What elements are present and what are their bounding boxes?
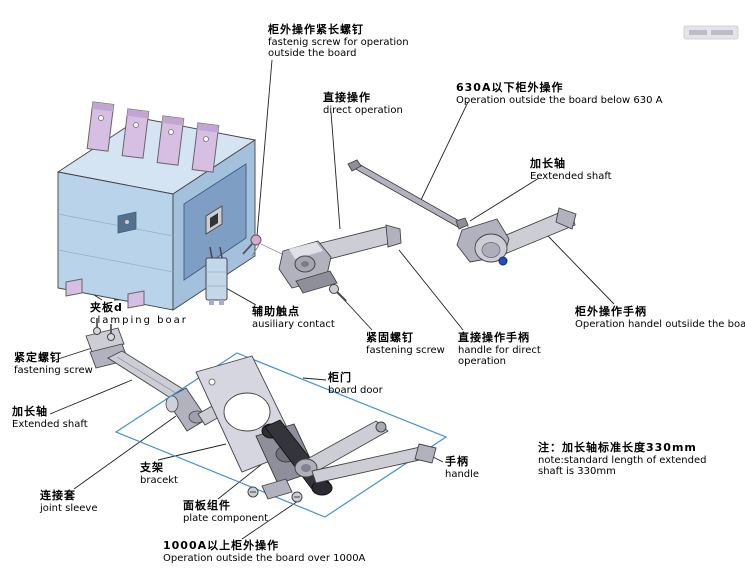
label-zh: 直接操作	[323, 91, 371, 104]
label-zh: 1000A以上柜外操作	[163, 539, 280, 552]
note-en: note:standard length of extended	[538, 454, 707, 466]
direct-operation-handle	[278, 224, 402, 294]
label-zh: 加长轴	[12, 405, 48, 418]
label-joint-sleeve: 连接套 joint sleeve	[40, 489, 98, 514]
label-zh: 柜外操作手柄	[575, 305, 647, 318]
label-board-door: 柜门 board door	[328, 371, 383, 396]
note-zh: 注：加长轴标准长度330mm	[538, 441, 697, 454]
label-fastening-screw-mid: 紧固螺钉 fastening screw	[366, 331, 445, 356]
extended-shaft-rod	[347, 159, 469, 230]
note-en: shaft is 330mm	[538, 466, 616, 478]
label-en: board door	[328, 384, 383, 396]
label-fastening-screw-outside: 柜外操作紧长螺钉 fastenig screw for operation ou…	[268, 23, 409, 60]
label-en: Operation outside the board below 630 A	[456, 94, 663, 106]
label-zh: 紧固螺钉	[366, 331, 414, 344]
label-zh: 面板组件	[183, 499, 231, 512]
label-operation-handle-outside: 柜外操作手柄 Operation handel outsiide the boa…	[575, 305, 745, 330]
label-en: plate component	[183, 512, 269, 524]
label-zh: 加长轴	[530, 157, 566, 170]
label-fastening-screw-left: 紧定螺钉 fastening screw	[14, 351, 93, 376]
label-auxiliary-contact: 辅助触点 ausiliary contact	[252, 305, 335, 330]
outside-operation-handle	[456, 207, 577, 266]
label-zh: 辅助触点	[252, 305, 300, 318]
label-extended-shaft-right: 加长轴 Eextended shaft	[530, 157, 612, 182]
brand-logo	[683, 25, 739, 40]
label-en: clamping boar	[90, 314, 188, 326]
joint-sleeve	[165, 387, 222, 432]
label-en: bracekt	[140, 474, 178, 486]
clamping-board-right	[127, 290, 145, 309]
label-zh: 直接操作手柄	[458, 331, 530, 344]
label-plate-component: 面板组件 plate component	[183, 499, 269, 524]
bracket-hole	[223, 392, 271, 432]
label-en: handle	[445, 468, 480, 480]
label-en: Eextended shaft	[530, 170, 612, 182]
label-clamping-board: 夹板d clamping boar	[90, 301, 188, 326]
label-extended-shaft-left: 加长轴 Extended shaft	[12, 405, 88, 430]
label-handle-direct-operation: 直接操作手柄 handle for direct operation	[458, 331, 541, 368]
label-en: direct operation	[323, 104, 403, 116]
label-en: fastenig screw for operation	[268, 36, 409, 48]
label-en: fastening screw	[366, 344, 445, 356]
fastening-screw-outside	[242, 234, 262, 257]
auxiliary-contact	[205, 246, 228, 305]
label-zh: 柜外操作紧长螺钉	[268, 23, 364, 36]
label-zh: 柜门	[328, 371, 352, 384]
terminal-tabs	[86, 101, 220, 173]
label-en: Operation outside the board over 1000A	[163, 552, 366, 564]
label-zh: 支架	[140, 461, 164, 474]
yoke-handle-mechanism	[247, 420, 437, 503]
label-en: operation	[458, 356, 507, 368]
clamping-board-left	[65, 278, 83, 297]
label-direct-operation: 直接操作 direct operation	[323, 91, 403, 116]
label-zh: 手柄	[445, 455, 469, 468]
note-extended-shaft-length: 注：加长轴标准长度330mm note:standard length of e…	[538, 441, 707, 478]
knob-blue-dot	[498, 256, 508, 266]
label-zh: 夹板d	[90, 301, 123, 314]
label-en: handle for direct	[458, 344, 541, 356]
label-en: fastening screw	[14, 364, 93, 376]
label-en: ausiliary contact	[252, 318, 335, 330]
label-bracket: 支架 bracekt	[140, 461, 178, 486]
label-en: outside the board	[268, 48, 357, 60]
label-en: Operation handel outsiide the board	[575, 318, 745, 330]
label-over-1000a: 1000A以上柜外操作 Operation outside the board …	[163, 539, 366, 564]
label-en: Extended shaft	[12, 418, 88, 430]
fastening-screw-mid	[329, 284, 347, 302]
label-zh: 紧定螺钉	[14, 351, 62, 364]
label-zh: 连接套	[40, 489, 76, 502]
label-zh: 630A以下柜外操作	[456, 81, 564, 94]
switch-body	[56, 101, 257, 311]
label-below-630a: 630A以下柜外操作 Operation outside the board b…	[456, 81, 663, 106]
clamp-assembly	[85, 318, 187, 400]
label-handle: 手柄 handle	[445, 455, 480, 480]
label-en: joint sleeve	[40, 502, 98, 514]
leader-lines	[49, 59, 615, 540]
